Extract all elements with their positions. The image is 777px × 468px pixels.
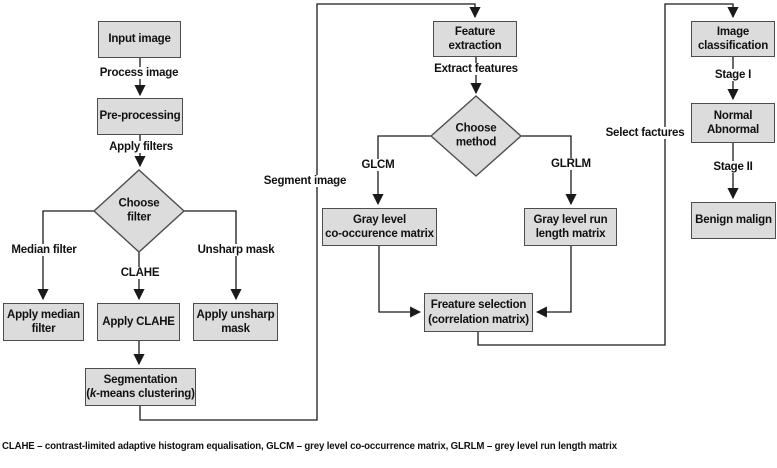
- segmentation-subtitle: (k-means clustering): [86, 388, 195, 400]
- edge-glcm-to-feature-selection: [378, 246, 422, 318]
- edge-choose-method-to-glcm: [372, 135, 431, 206]
- glcm-matrix-node: Gray level co-occurence matrix: [322, 208, 437, 246]
- benign-malign-node: Benign malign: [691, 202, 776, 239]
- segmentation-node: Segmentation (k-means clustering): [85, 368, 196, 406]
- edge-glrlm-to-feature-selection: [535, 246, 572, 318]
- segmentation-title: Segmentation: [103, 373, 178, 386]
- glcm-label: GLCM: [358, 159, 398, 171]
- clahe-label: CLAHE: [117, 267, 163, 279]
- choose-method-label: Choose method: [455, 122, 497, 149]
- choose-method-diamond: [429, 95, 523, 177]
- image-classification-node: Image classification: [691, 21, 775, 57]
- apply-filters-label: Apply filters: [106, 141, 176, 153]
- select-factures-label: Select factures: [602, 127, 688, 139]
- segment-image-label: Segment image: [260, 175, 350, 187]
- glrlm-label: GLRLM: [548, 158, 594, 170]
- extract-features-label: Extract features: [431, 63, 521, 75]
- apply-unsharp-mask-node: Apply unsharp mask: [193, 303, 278, 341]
- pre-processing-node: Pre-processing: [97, 98, 183, 135]
- apply-clahe-node: Apply CLAHE: [97, 303, 180, 341]
- edge-segmentation-to-feature-extraction: [139, 3, 481, 421]
- edge-choose-method-to-glrlm: [521, 135, 577, 206]
- glrlm-matrix-node: Gray level run length matrix: [524, 208, 617, 246]
- stage-ii-label: Stage II: [710, 161, 756, 173]
- edge-choose-filter-to-median: [37, 210, 94, 301]
- median-filter-label: Median filter: [8, 244, 80, 256]
- feature-selection-node: Freature selection (correlation matrix): [424, 293, 533, 332]
- choose-filter-diamond: [92, 169, 186, 253]
- choose-filter-label: Choose filter: [118, 197, 160, 224]
- process-image-label: Process image: [96, 67, 182, 79]
- edge-feature-selection-to-classification: [477, 3, 739, 346]
- abbreviation-caption: CLAHE – contrast-limited adaptive histog…: [2, 440, 617, 452]
- stage-i-label: Stage I: [711, 69, 755, 81]
- input-image-node: Input image: [98, 21, 181, 58]
- feature-extraction-node: Feature extraction: [433, 21, 517, 57]
- edge-choose-filter-to-unsharp: [184, 210, 242, 301]
- unsharp-mask-label: Unsharp mask: [194, 244, 278, 256]
- normal-abnormal-node: Normal Abnormal: [691, 103, 775, 143]
- apply-median-filter-node: Apply median filter: [3, 303, 84, 341]
